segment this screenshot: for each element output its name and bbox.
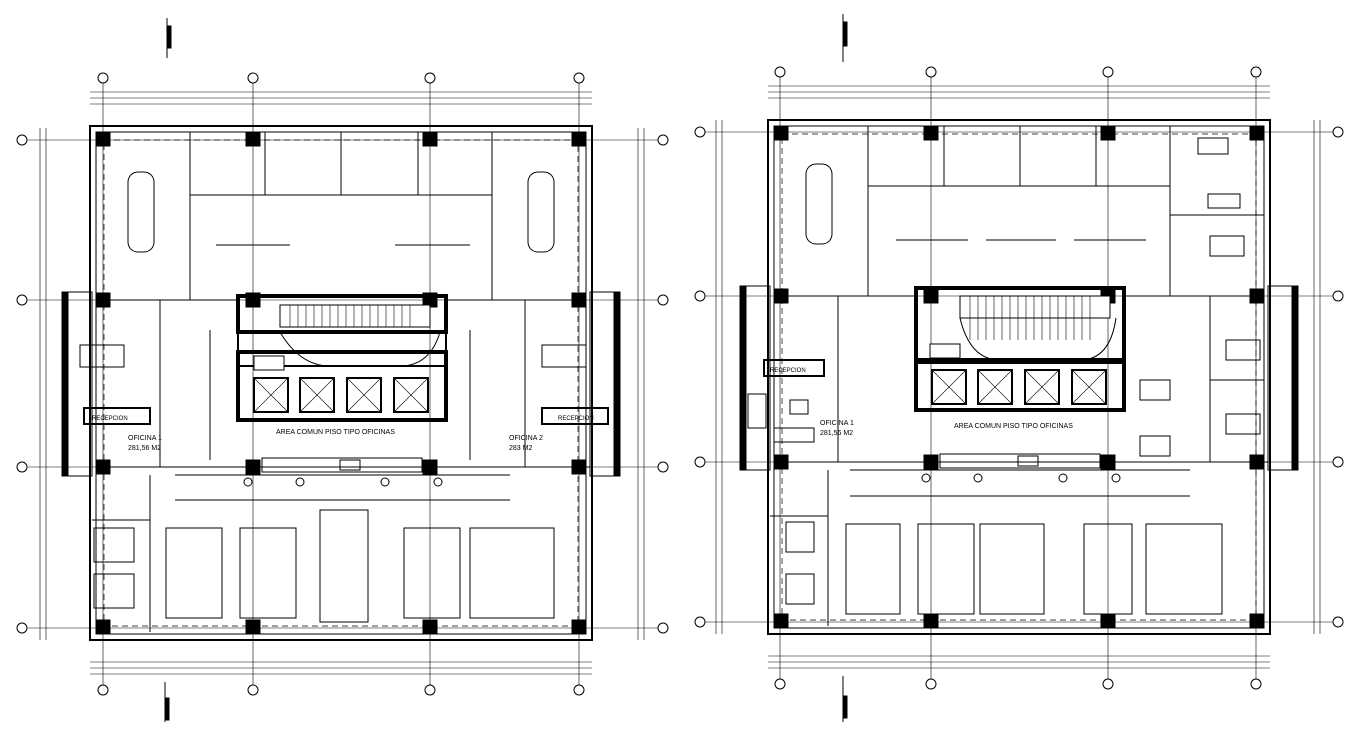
round-meeting-tables <box>1139 137 1261 457</box>
reception-label: RECEPCION <box>770 368 806 374</box>
structural-columns <box>95 131 587 635</box>
structural-columns <box>773 125 1265 629</box>
core-elevators <box>236 350 448 422</box>
office-2-name: OFICINA 2 <box>509 435 543 442</box>
office-1-name: OFICINA 1 <box>820 420 854 427</box>
reception-label-left: RECEPCION <box>92 416 128 422</box>
office-1-area: 281,56 M2 <box>128 445 161 452</box>
reception-desk <box>763 359 825 377</box>
dimension-lines <box>715 85 1321 669</box>
core-elevators <box>914 343 1126 412</box>
workstations <box>747 393 1223 615</box>
reception-desk <box>83 407 609 425</box>
grid-bubbles <box>16 72 669 696</box>
floor-plan-right: OFICINA 1 281,56 M2 AREA COMUN PISO TIPO… <box>694 14 1344 722</box>
workstations <box>93 509 555 623</box>
office-1-area: 281,56 M2 <box>820 430 853 437</box>
office-1-name: OFICINA 1 <box>128 435 162 442</box>
reception-label-right: RECEPCION <box>558 416 594 422</box>
restrooms <box>243 457 443 487</box>
conference-table <box>127 171 555 253</box>
north-arrow-icon <box>842 14 848 62</box>
grid-bubbles <box>694 66 1344 690</box>
north-arrow-icon <box>164 682 170 722</box>
north-arrow-icon <box>166 18 172 58</box>
common-area-label: AREA COMUN PISO TIPO OFICINAS <box>276 429 395 436</box>
floor-plan-left: OFICINA 1 281,56 M2 OFICINA 2 283 M2 ARE… <box>16 18 669 722</box>
north-arrow-icon <box>842 676 848 722</box>
restrooms <box>921 453 1121 483</box>
dimension-lines <box>39 91 645 675</box>
office-2-area: 283 M2 <box>509 445 532 452</box>
common-area-label: AREA COMUN PISO TIPO OFICINAS <box>954 423 1073 430</box>
core-stair <box>236 294 448 367</box>
grid-axes <box>703 76 1340 686</box>
conference-table <box>805 163 833 245</box>
